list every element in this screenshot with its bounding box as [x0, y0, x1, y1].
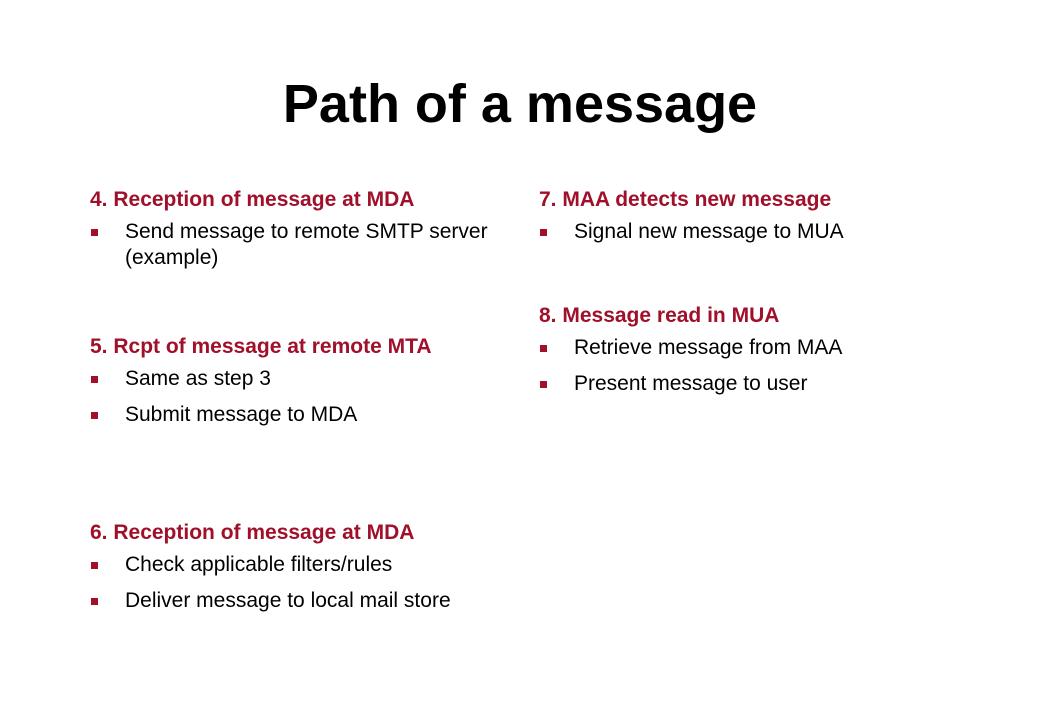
- step-4-heading: 4. Reception of message at MDA: [90, 188, 415, 211]
- bullet-text: Send message to remote SMTP server (exam…: [125, 220, 488, 269]
- bullet-item: Signal new message to MUA: [539, 219, 979, 245]
- bullet-text: Submit message to MDA: [125, 403, 358, 426]
- bullet-item: Retrieve message from MAA: [539, 335, 979, 361]
- square-bullet-icon: [91, 376, 98, 383]
- slide-title: Path of a message: [282, 74, 758, 134]
- bullet-item: Deliver message to local mail store: [90, 588, 520, 614]
- bullet-text: Deliver message to local mail store: [125, 589, 451, 612]
- bullet-text: Retrieve message from MAA: [574, 336, 843, 359]
- copyright-footnote: [1026, 648, 1032, 708]
- step-8-heading: 8. Message read in MUA: [539, 304, 780, 327]
- bullet-text: Same as step 3: [125, 367, 271, 390]
- square-bullet-icon: [91, 598, 98, 605]
- bullet-item: Submit message to MDA: [90, 402, 520, 428]
- step-7-heading: 7. MAA detects new message: [539, 188, 832, 211]
- step-5-heading: 5. Rcpt of message at remote MTA: [90, 335, 432, 358]
- square-bullet-icon: [540, 381, 547, 388]
- step-5-section: 5. Rcpt of message at remote MTA Same as…: [90, 334, 520, 428]
- square-bullet-icon: [91, 229, 98, 236]
- bullet-item: Send message to remote SMTP server (exam…: [90, 219, 520, 271]
- step-6-section: 6. Reception of message at MDA Check app…: [90, 520, 520, 614]
- square-bullet-icon: [91, 412, 98, 419]
- bullet-text: Present message to user: [574, 372, 808, 395]
- square-bullet-icon: [540, 229, 547, 236]
- step-8-section: 8. Message read in MUA Retrieve message …: [539, 303, 979, 397]
- step-7-section: 7. MAA detects new message Signal new me…: [539, 187, 979, 245]
- bullet-text: Check applicable filters/rules: [125, 553, 393, 576]
- step-6-heading: 6. Reception of message at MDA: [90, 521, 415, 544]
- bullet-item: Present message to user: [539, 371, 979, 397]
- bullet-item: Same as step 3: [90, 366, 520, 392]
- square-bullet-icon: [540, 345, 547, 352]
- square-bullet-icon: [91, 562, 98, 569]
- step-4-section: 4. Reception of message at MDA Send mess…: [90, 187, 520, 271]
- bullet-text: Signal new message to MUA: [574, 220, 844, 243]
- bullet-item: Check applicable filters/rules: [90, 552, 520, 578]
